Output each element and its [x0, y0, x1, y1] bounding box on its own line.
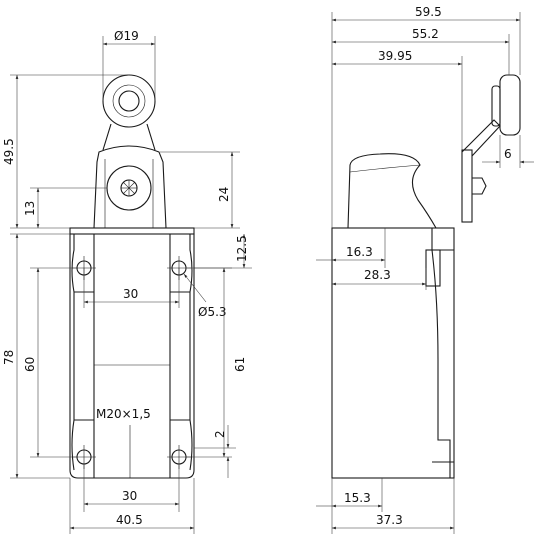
front-dimensions: Ø19 49.5 13 24 12.5 30 Ø5.3 78 60 — [2, 29, 252, 534]
right-mount-slot — [169, 234, 193, 478]
dim-body-width-label: 40.5 — [116, 513, 143, 527]
left-mount-slot — [71, 234, 95, 478]
side-roller-hub — [491, 85, 501, 127]
side-head — [347, 153, 437, 229]
dim-lever-height-label: 49.5 — [2, 138, 16, 165]
dim-shaft-depth-label: 39.95 — [378, 49, 412, 63]
shaft-star-icon — [121, 180, 137, 196]
side-roller — [499, 74, 521, 136]
dim-base-depth-label: 15.3 — [344, 491, 371, 505]
dim-lever-depth-label: 55.2 — [412, 27, 439, 41]
side-head-line — [349, 164, 421, 173]
dim-mount-depth-label: 28.3 — [364, 268, 391, 282]
side-lever-arm — [461, 119, 501, 157]
dim-hole-spacing-top-label: 30 — [123, 287, 138, 301]
side-front-face — [431, 228, 454, 478]
dim-hole-diameter-label: Ø5.3 — [198, 305, 227, 319]
switch-body — [69, 233, 195, 479]
dim-cam-height-label: 24 — [217, 187, 231, 202]
head-inner — [104, 159, 154, 228]
side-body — [331, 227, 455, 479]
dim-roller-diameter-label: Ø19 — [114, 29, 139, 43]
dim-shaft-offset-label: 13 — [23, 201, 37, 216]
dim-hole-vertical-spacing-label: 60 — [23, 357, 37, 372]
head-flange — [69, 227, 195, 235]
dim-side-height-label: 61 — [233, 357, 247, 372]
dim-bottom-offset-label: 2 — [213, 430, 227, 438]
side-shaft-screw — [472, 177, 487, 195]
dim-plunger-depth-label: 16.3 — [346, 245, 373, 259]
dim-top-hole-offset-label: 12.5 — [235, 235, 249, 262]
roller-hub — [112, 84, 146, 118]
roller-outer — [102, 74, 156, 128]
dim-hole-diameter-leader — [183, 273, 207, 303]
front-view: M20×1,5 — [69, 74, 195, 479]
side-dimensions: 59.5 55.2 39.95 6 16.3 28.3 15.3 37.3 — [316, 5, 534, 534]
side-shaft — [461, 149, 473, 223]
dim-hole-spacing-bottom-label: 30 — [122, 489, 137, 503]
dim-total-depth-label: 59.5 — [415, 5, 442, 19]
lever-arm — [102, 123, 156, 151]
dim-body-depth-label: 37.3 — [376, 513, 403, 527]
dim-roller-width-label: 6 — [504, 147, 512, 161]
roller-inner — [118, 90, 140, 112]
dim-body-height-label: 78 — [2, 350, 16, 365]
cable-entry-label: M20×1,5 — [96, 407, 151, 421]
side-view — [331, 74, 521, 479]
